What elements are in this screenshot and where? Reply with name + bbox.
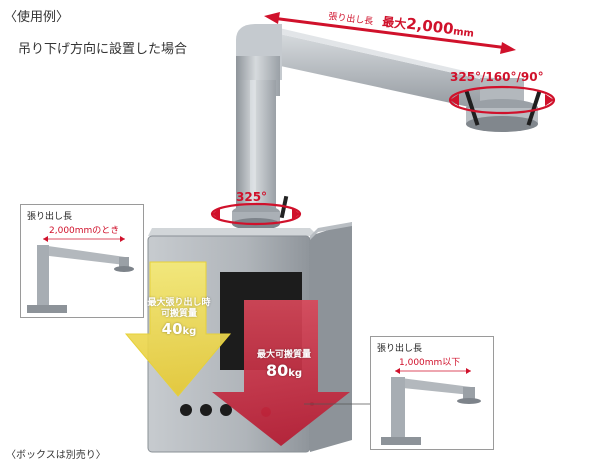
inset-left-arm: [27, 236, 134, 313]
red-arrow-line1: 最大可搬質量: [256, 350, 311, 360]
yellow-load-arrow: [124, 261, 232, 397]
page-title: 〈使用例〉: [4, 10, 70, 25]
inset-left-dimension: 2,000mmのとき: [49, 226, 120, 236]
inset-left: 張り出し長 2,000mmのとき: [20, 204, 144, 318]
yellow-arrow-line2: 可搬質量: [160, 309, 197, 319]
inset-right-arm: [381, 368, 481, 445]
inset-left-title: 張り出し長: [27, 212, 73, 222]
red-arrow-value: 80: [265, 361, 289, 380]
page-subtitle: 吊り下げ方向に設置した場合: [18, 42, 188, 57]
box-button: [220, 404, 232, 416]
red-arrow-label: 最大可搬質量 80kg: [244, 350, 324, 380]
box-button: [180, 404, 192, 416]
inset-right-title: 張り出し長: [377, 344, 423, 354]
red-load-arrow: [212, 300, 350, 446]
yellow-arrow-value: 40: [161, 320, 183, 338]
rotation-mid-label: 325°: [236, 190, 268, 204]
yellow-arrow-label: 最大張り出し時 可搬質量 40kg: [134, 298, 224, 338]
top-dimension-arrow: [264, 12, 516, 54]
inset-right-dimension: 1,000mm以下: [399, 358, 461, 368]
horizontal-arm: [262, 24, 520, 118]
footer-note: 〈ボックスは別売り〉: [6, 450, 106, 461]
box-button: [200, 404, 212, 416]
inset-right: 張り出し長 1,000mm以下: [370, 336, 494, 450]
rotation-top-label: 325°/160°/90°: [450, 70, 544, 84]
yellow-arrow-line1: 最大張り出し時: [147, 298, 211, 308]
red-arrow-unit: kg: [288, 368, 303, 379]
yellow-arrow-unit: kg: [182, 326, 197, 337]
callout-label: 最大: [381, 14, 408, 32]
callout-unit: mm: [452, 26, 475, 40]
